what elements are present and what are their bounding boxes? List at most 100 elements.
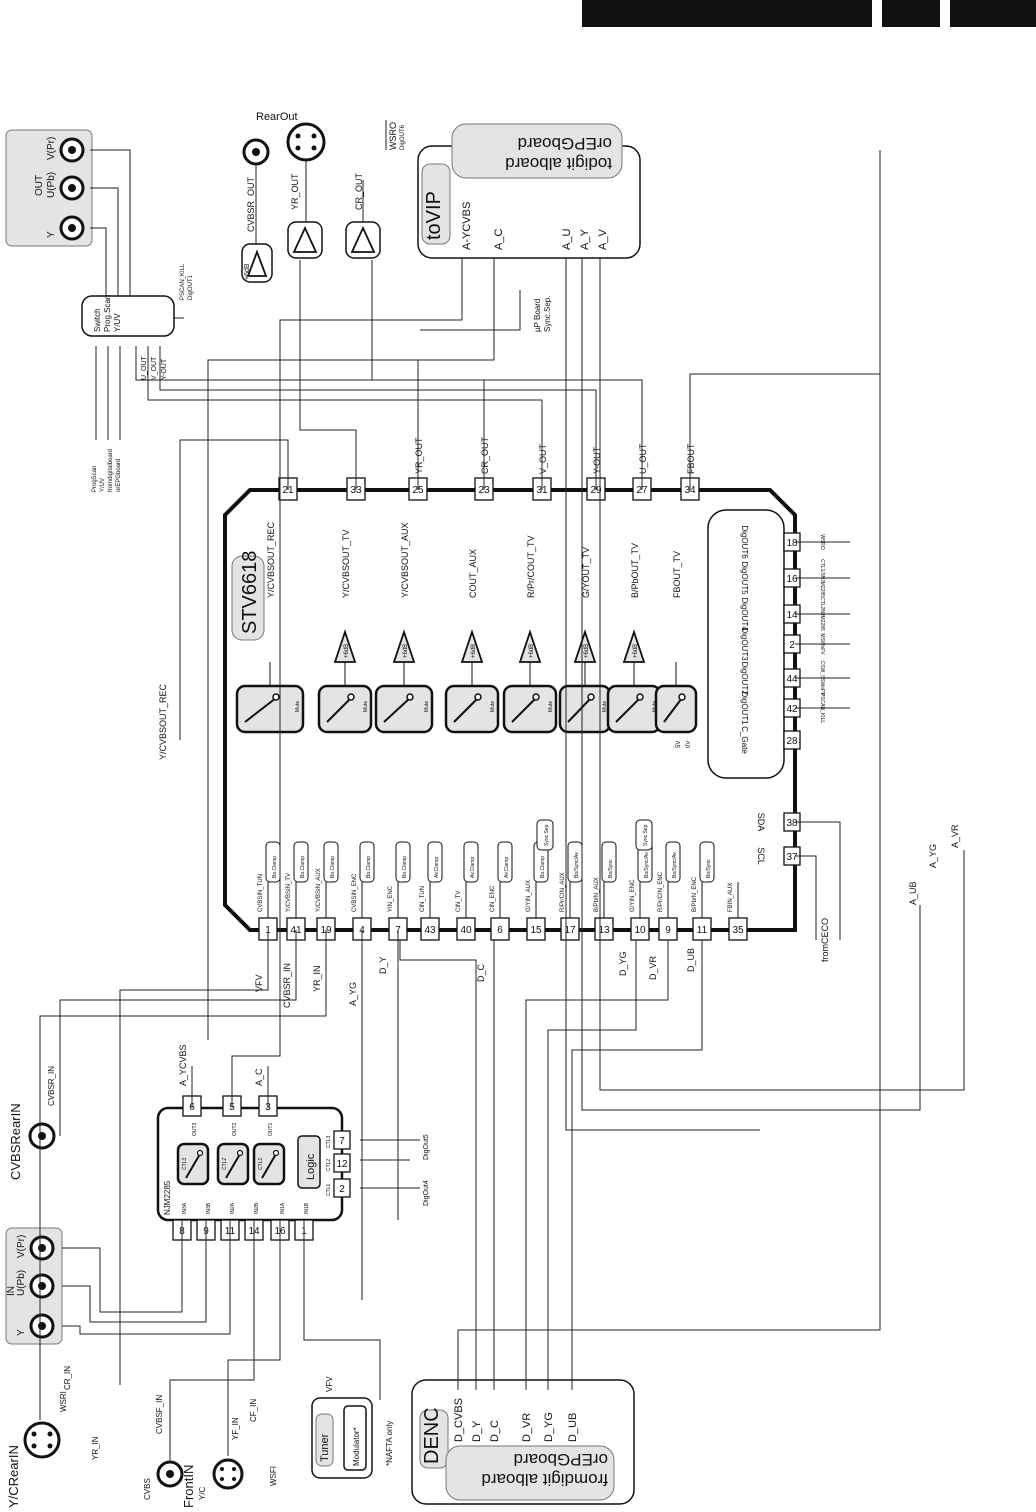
njm-digout4: DigOut4 (423, 1180, 430, 1206)
digout-pin-14-number: 14 (786, 610, 798, 621)
left-signal-3: YR_IN (312, 965, 322, 992)
rear-out-yc-jack (286, 122, 326, 162)
switch-v-out: V_OUT (151, 356, 158, 380)
front-yc-label: Y/C (198, 1486, 207, 1500)
vip-signal-1: A-YCVBS (461, 202, 473, 250)
mute-label-6: Mute (602, 701, 608, 712)
output-label-3: Y/CVBSOUT_AUX (400, 522, 410, 598)
tovip-name: toVIP (423, 191, 445, 240)
digout-pin-44-number: 44 (786, 674, 798, 685)
njm-name: NJM2285 (163, 1180, 172, 1215)
out-jack-label-1: V(Pr) (46, 137, 57, 160)
a-ycvbs-label: A_YCVBS (178, 1044, 188, 1086)
denc-signal-2: D_Y (471, 1420, 483, 1442)
digout-pin-2-number: 2 (789, 640, 795, 651)
cvbsf-in-label: CVBSF_IN (155, 1395, 164, 1434)
vip-signal-2: A_C (493, 229, 505, 250)
clamp-label-11: Bo/Sync (706, 859, 712, 878)
vip-signal-3: A_U (561, 229, 573, 250)
header-bar-3 (950, 0, 1036, 27)
input-label-41: Y/CVBSIN_TV (286, 873, 292, 912)
from-ceco-label: fromCECO (820, 918, 830, 962)
cr-out-rear-label: CR_OUT (354, 172, 364, 210)
njm-in-label-11: IN2A (230, 1202, 236, 1214)
mute-label-4: Mute (490, 701, 496, 712)
digout-pin-18-number: 18 (786, 538, 798, 549)
clamp-label-17: Bo/Sync/Av (574, 852, 580, 878)
njm-out-label-6: OUT3 (192, 1122, 198, 1136)
in-jack-label-2: U(Pb) (16, 1270, 27, 1296)
sync-sep-label-1: Sync.Sep (544, 824, 550, 846)
out-jack-label-2: U(Pb) (46, 172, 57, 198)
digout-6: DigOUT1 (740, 691, 749, 725)
switch-block-8 (654, 684, 698, 734)
bus-label-scl: SCL (756, 847, 766, 865)
denc-name: DENC (421, 1407, 443, 1464)
clamp-6 (497, 841, 513, 883)
src-line1: ProgScan (92, 466, 98, 492)
njm-ctl-pin-12-number: 12 (336, 1159, 348, 1170)
input-label-13: B/PbIN_AUX (594, 877, 600, 912)
mute-label-2: Mute (363, 701, 369, 712)
input-pin-40-number: 40 (460, 925, 472, 936)
njm-ctl-pin-7 (333, 1130, 351, 1150)
denc-board-line2: orEPGboard (514, 1450, 609, 1469)
in-title: IN (6, 1286, 17, 1296)
input-label-43: CIN_TUN (420, 886, 426, 912)
mute-label-5: Mute (548, 701, 554, 712)
yc-rear-jack (23, 1421, 61, 1459)
clamp-label-1: Bo.Clamp (272, 856, 278, 878)
njm-ctl-pin-label-2: CTL1 (326, 1184, 332, 1196)
njm-ctl-pin-12 (333, 1153, 351, 1173)
top-pin-33-number: 33 (350, 485, 362, 496)
top-pin-29-number: 29 (590, 485, 602, 496)
top-signal-23: CR_OUT (480, 436, 490, 474)
clamp-11 (699, 841, 715, 883)
top-pin-34-number: 34 (684, 485, 696, 496)
modulator-label: Modulator* (352, 1427, 361, 1466)
output-label-6: G/YOUT_TV (581, 547, 591, 598)
pscan-kill-label: PSCAN_KILL (180, 263, 186, 300)
input-label-9: R/Pr/CIN_ENC (658, 871, 664, 912)
switch-line2: Prog.Scan (103, 295, 112, 332)
output-label-1: Y/CVBSOUT_REC (266, 521, 276, 598)
top-signal-27: U_OUT (638, 443, 648, 474)
input-label-19: Y/CVBSIN_AUX (316, 868, 322, 912)
a-c-label: A_C (254, 1068, 264, 1086)
output-stages: MuteY/CVBSOUT_RECMute+6dBY/CVBSOUT_TVMut… (235, 521, 698, 748)
cf-in-label: CF_IN (249, 1399, 258, 1422)
out-title: OUT (34, 175, 45, 196)
njm-ctl-pin-7-number: 7 (339, 1136, 345, 1147)
input-label-6: CIN_ENC (490, 885, 496, 912)
up-board-line1: µP Board (533, 299, 542, 332)
njm-logic-label: Logic (305, 1153, 317, 1180)
in-jack-label-3: Y (16, 1329, 27, 1336)
left-signal-6: D_C (476, 963, 486, 982)
sync-sep-label-2: Sync.Sep (643, 824, 649, 846)
left-signal-8: D_VR (648, 955, 658, 980)
clamp-label-10: Bo/Sync/Av (644, 852, 650, 878)
clamp-label-41: Bo.Clamp (300, 856, 306, 878)
a-vr-label: A_VR (950, 824, 960, 848)
input-label-1: CVBSIN_TUN (258, 874, 264, 912)
top-signal-34: FBOUT (686, 443, 696, 474)
wsro-label: WSRO (388, 122, 398, 150)
digout-pin-28 (783, 730, 801, 750)
clamp-19 (323, 841, 339, 883)
clamp-label-13: Bo/Sync (608, 859, 614, 878)
njm-in-label-16: IN1A (280, 1202, 286, 1214)
y-cvbsout-rec-label: Y/CVBSOUT_REC (158, 683, 168, 760)
njm-ctl-pin-2 (333, 1178, 351, 1198)
src-line4: orEPGboard (116, 459, 122, 492)
output-label-7: B/PbOUT_TV (630, 543, 640, 598)
top-signal-29: Y-OUT (592, 446, 602, 474)
clamp-label-6: Av.Clamp (504, 857, 510, 878)
digout-5: DigOUT2 (740, 661, 749, 695)
amp-gain-5: +6dB (529, 644, 535, 658)
switch-u-out: U_OUT (141, 356, 148, 380)
clamp-43 (427, 841, 443, 883)
input-pins: 1CVBSIN_TUNBo.Clamp41Y/CVBSIN_TVBo.Clamp… (258, 819, 748, 941)
amp-gain-4: +6dB (471, 644, 477, 658)
njm-in-label-14: IN2B (254, 1202, 260, 1214)
top-pin-25-number: 25 (412, 485, 424, 496)
